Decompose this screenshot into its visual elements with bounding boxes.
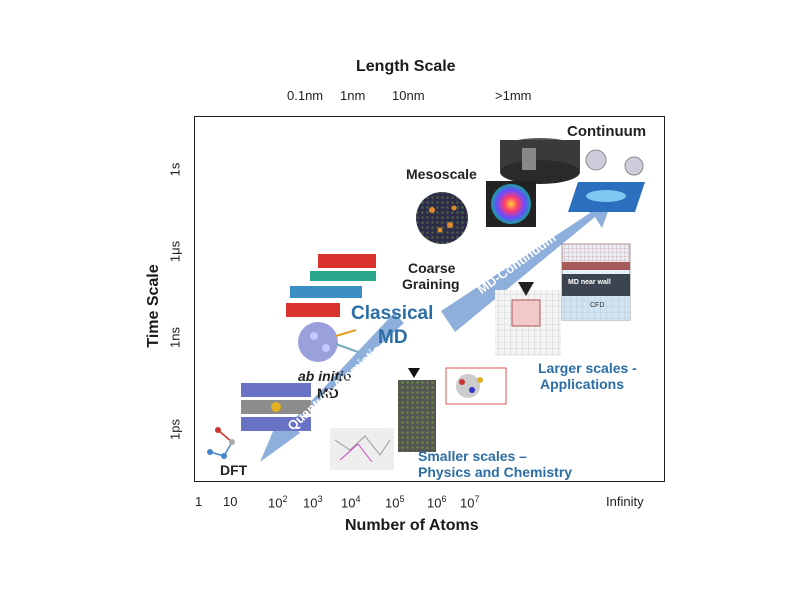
label-classical-md: MD — [378, 327, 408, 348]
label-smaller-scales: Smaller scales – — [418, 448, 527, 464]
length-tick-1mm: >1mm — [495, 88, 532, 103]
particle-column — [398, 368, 436, 452]
atoms-tick-1: 1 — [195, 494, 203, 509]
length-scale-title: Length Scale — [356, 58, 456, 75]
length-tick-1nm: 1nm — [340, 88, 366, 103]
particle-inset — [445, 367, 507, 405]
continuum-image — [500, 138, 645, 212]
atoms-tick-10-7: 107 — [460, 494, 480, 511]
label-mesoscale: Mesoscale — [406, 166, 477, 182]
dft-molecule — [207, 427, 235, 459]
atoms-tick-10-4: 104 — [341, 494, 361, 511]
md-continuum-arrow — [441, 200, 612, 332]
molecular-network — [330, 428, 394, 470]
label-ab-initio: ab initio — [298, 368, 352, 384]
atoms-tick-10-6: 106 — [427, 494, 447, 511]
mesh-cone-image — [495, 282, 561, 356]
length-tick-10nm: 10nm — [392, 88, 425, 103]
label-applications: Applications — [540, 376, 625, 392]
coarse-graining-layers — [286, 254, 376, 317]
label-classical: Classical — [351, 303, 434, 324]
inset-cfd: CFD — [590, 302, 605, 309]
label-physics-chemistry: Physics and Chemistry — [418, 464, 573, 480]
atoms-tick-10: 10 — [223, 494, 238, 509]
atoms-tick-10-3: 103 — [303, 494, 323, 511]
length-tick-0-1nm: 0.1nm — [287, 88, 324, 103]
number-of-atoms-title: Number of Atoms — [345, 517, 479, 534]
label-dft: DFT — [220, 462, 248, 478]
mesoscale-sphere — [416, 192, 468, 244]
quantum-atomistic-arrow — [260, 313, 404, 462]
label-coarse: Coarse — [408, 260, 456, 276]
label-continuum: Continuum — [567, 123, 647, 140]
atoms-tick-10-2: 102 — [268, 494, 288, 511]
atoms-tick-10-5: 105 — [385, 494, 405, 511]
inset-md-near-wall: MD near wall — [568, 279, 611, 286]
md-near-wall-image — [561, 243, 631, 321]
dft-lattice — [241, 383, 311, 431]
label-ab-initio-md: MD — [317, 385, 339, 401]
ab-initio-cluster — [298, 322, 359, 362]
mesoscale-inset — [486, 181, 536, 227]
label-larger-scales: Larger scales - — [538, 360, 637, 376]
label-graining: Graining — [402, 276, 460, 292]
atoms-tick-infinity: Infinity — [606, 494, 644, 509]
